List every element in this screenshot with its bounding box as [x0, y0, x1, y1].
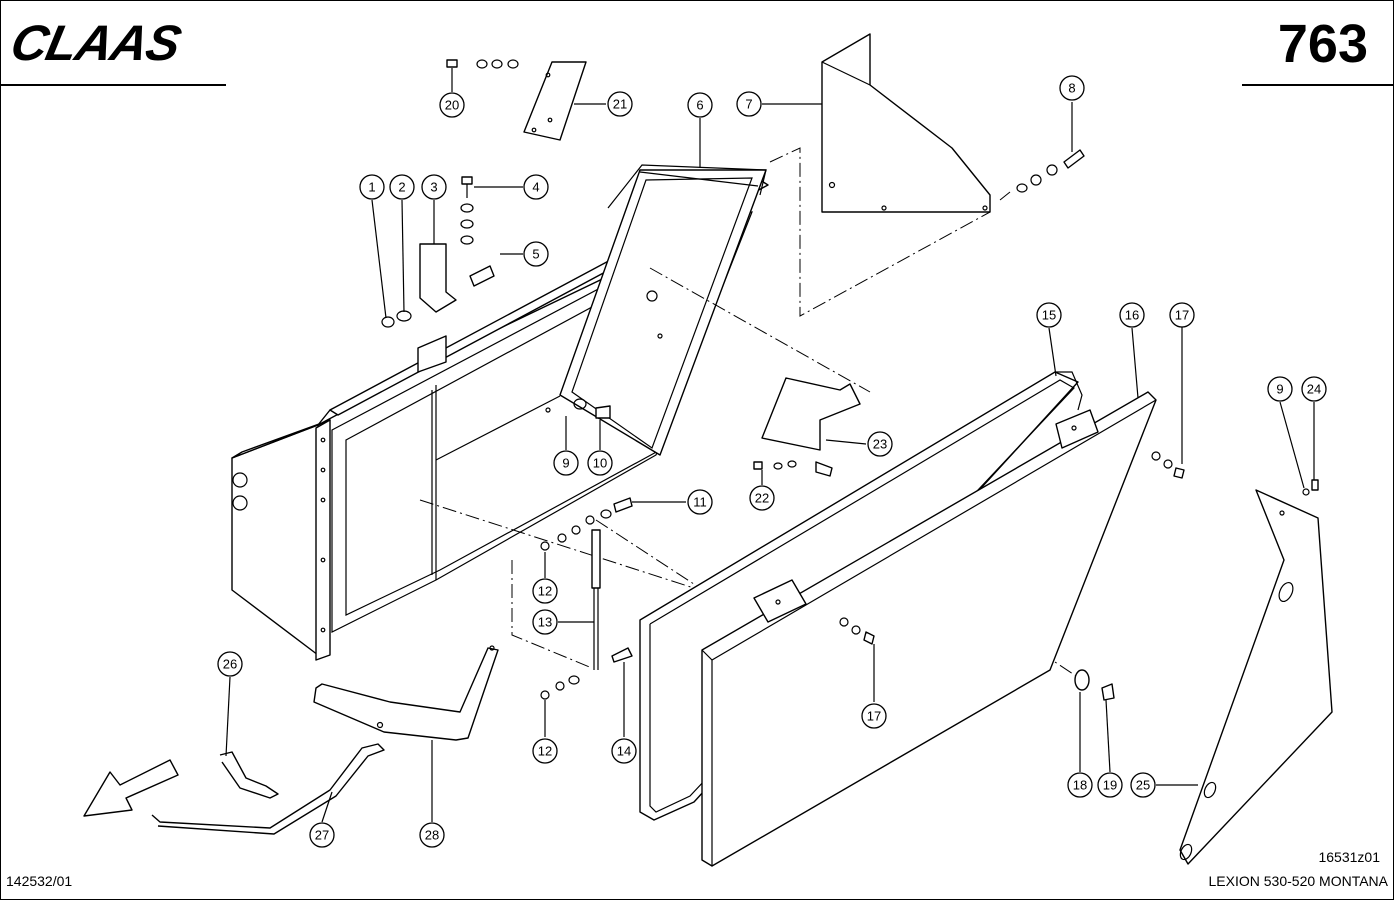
callout-13: 13 [532, 609, 558, 635]
svg-text:15: 15 [1042, 308, 1056, 323]
callout-12b: 12 [532, 738, 558, 764]
callouts: 1 2 3 4 5 6 7 8 9 10 11 12 13 12 14 15 1… [217, 75, 1327, 848]
svg-text:9: 9 [1276, 382, 1283, 397]
callout-28: 28 [419, 822, 445, 848]
gas-strut [591, 529, 601, 670]
callout-18: 18 [1067, 772, 1093, 798]
header-rule-left [0, 84, 226, 86]
small-cover [761, 377, 861, 477]
retaining-clip [219, 751, 279, 799]
svg-text:12: 12 [538, 584, 552, 599]
svg-text:1: 1 [368, 180, 375, 195]
brace-arm [313, 645, 499, 741]
document-number: 142532/01 [6, 873, 73, 889]
callout-24: 24 [1301, 376, 1327, 402]
callout-15: 15 [1036, 302, 1062, 328]
svg-text:3: 3 [430, 180, 437, 195]
callout-8: 8 [1059, 75, 1085, 101]
svg-text:5: 5 [532, 247, 539, 262]
svg-text:27: 27 [315, 828, 329, 843]
svg-text:14: 14 [617, 744, 631, 759]
svg-text:9: 9 [562, 456, 569, 471]
svg-text:28: 28 [425, 828, 439, 843]
svg-text:16: 16 [1125, 308, 1139, 323]
svg-text:20: 20 [445, 98, 459, 113]
svg-text:4: 4 [532, 180, 539, 195]
callout-17a: 17 [1169, 302, 1195, 328]
model-name: LEXION 530-520 MONTANA [1208, 873, 1388, 889]
callout-9: 9 [553, 450, 579, 476]
leader-lines [225, 68, 1315, 823]
callout-16: 16 [1119, 302, 1145, 328]
callout-4: 4 [523, 174, 549, 200]
callout-5: 5 [523, 241, 549, 267]
svg-text:24: 24 [1307, 382, 1321, 397]
svg-text:17: 17 [867, 709, 881, 724]
svg-text:17: 17 [1175, 308, 1189, 323]
callout-1: 1 [359, 174, 385, 200]
fasteners [381, 59, 1319, 701]
svg-text:23: 23 [873, 437, 887, 452]
callout-26: 26 [217, 651, 243, 677]
svg-text:18: 18 [1073, 778, 1087, 793]
callout-21: 21 [607, 91, 633, 117]
callout-7: 7 [736, 91, 762, 117]
svg-text:21: 21 [613, 97, 627, 112]
callout-12a: 12 [532, 578, 558, 604]
svg-text:22: 22 [755, 491, 769, 506]
callout-6: 6 [687, 92, 713, 118]
callout-17b: 17 [861, 703, 887, 729]
callout-10: 10 [587, 450, 613, 476]
svg-text:7: 7 [745, 97, 752, 112]
svg-text:26: 26 [223, 657, 237, 672]
svg-text:12: 12 [538, 744, 552, 759]
svg-text:19: 19 [1103, 778, 1117, 793]
front-direction-arrow [83, 759, 179, 817]
callout-23: 23 [867, 431, 893, 457]
drawing-number: 16531z01 [1318, 849, 1380, 865]
header-rule-right [1242, 84, 1394, 86]
callout-2: 2 [389, 174, 415, 200]
callout-14: 14 [611, 738, 637, 764]
callout-9b: 9 [1267, 376, 1293, 402]
mounting-bracket [523, 61, 587, 141]
svg-text:6: 6 [696, 98, 703, 113]
callout-22: 22 [749, 485, 775, 511]
support-rod [151, 743, 385, 835]
callout-3: 3 [421, 174, 447, 200]
callout-11: 11 [687, 489, 713, 515]
svg-text:8: 8 [1068, 81, 1075, 96]
svg-text:10: 10 [593, 456, 607, 471]
door-panel [701, 391, 1157, 867]
svg-text:2: 2 [398, 180, 405, 195]
callout-27: 27 [309, 822, 335, 848]
callout-25: 25 [1130, 772, 1156, 798]
svg-text:11: 11 [693, 495, 707, 510]
svg-text:13: 13 [538, 615, 552, 630]
page-number: 763 [1277, 14, 1368, 74]
side-cover [1179, 489, 1333, 865]
svg-text:25: 25 [1136, 778, 1150, 793]
callout-19: 19 [1097, 772, 1123, 798]
callout-20: 20 [439, 92, 465, 118]
side-plate [821, 33, 991, 213]
housing-frame [231, 164, 769, 661]
